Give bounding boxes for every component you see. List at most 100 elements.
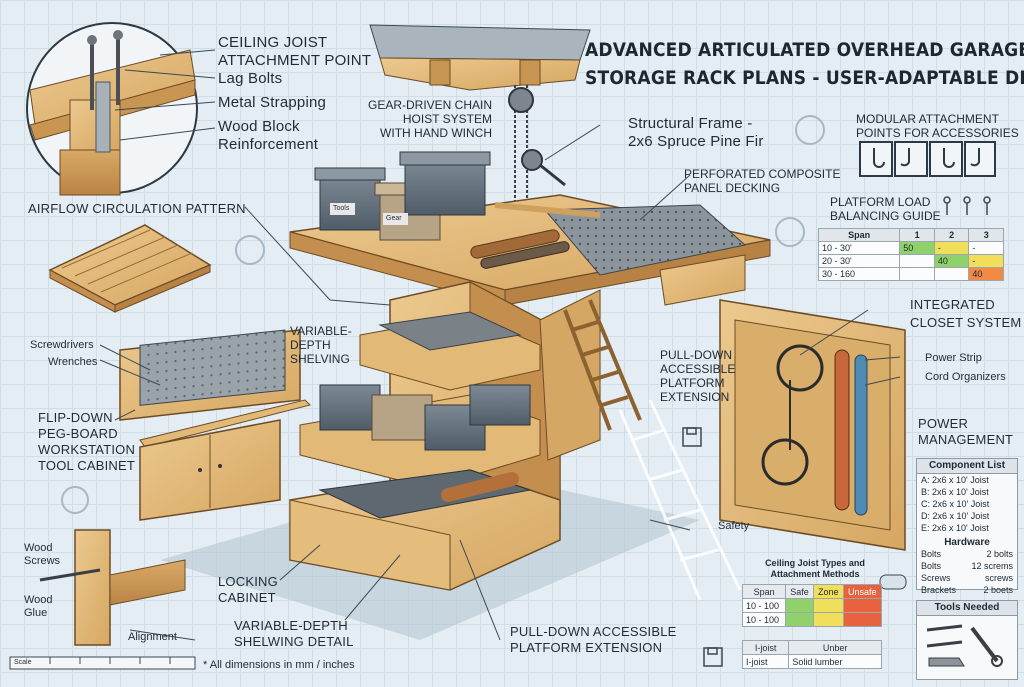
ceil-cell [842, 612, 883, 627]
bracket-icon [928, 657, 965, 667]
label-safety: Safety [718, 520, 750, 532]
screw-icon [926, 624, 963, 632]
load-cell: - [933, 241, 970, 255]
load-cell: 40 [968, 267, 1004, 281]
load-header-3: 3 [968, 228, 1004, 242]
person-icon [943, 196, 991, 215]
ceil-cell [812, 598, 844, 613]
tools-needed-panel: Tools Needed [916, 600, 1018, 680]
airflow-panel [48, 224, 212, 313]
label-perforated: PERFORATED COMPOSITE PANEL DECKING [684, 167, 841, 195]
label-load-guide: PLATFORM LOAD BALANCING GUIDE [830, 195, 941, 223]
hardware-qty: screws [984, 573, 1013, 583]
label-pull-down-mid: PULL-DOWN ACCESSIBLE PLATFORM EXTENSION [660, 348, 736, 404]
leader-lines [99, 49, 901, 641]
hardware-name: Bolts [921, 549, 942, 559]
ceil-cell [812, 612, 844, 627]
ceil-cell [785, 598, 814, 613]
joist-cell: Solid lumber [788, 654, 882, 669]
ceil-cell [842, 598, 883, 613]
label-airflow: AIRFLOW CIRCULATION PATTERN [28, 201, 246, 216]
label-alignment: Alignment [128, 631, 177, 643]
pegboard-workstation [119, 329, 311, 521]
joist-type-table: I-joist Unber I-joist Solid lumber [741, 640, 882, 669]
ceil-header: Unsafe [842, 584, 883, 599]
perforated-deck [543, 204, 747, 276]
tools-icons [926, 624, 1003, 667]
load-cell: - [968, 241, 1004, 255]
label-lag-bolts: Lag Bolts [218, 70, 283, 87]
hardware-qty: 2 boets [983, 585, 1013, 595]
hook-icon [873, 148, 885, 168]
hardware-row: Screws screws [917, 572, 1017, 584]
dimensions-note: * All dimensions in mm / inches [203, 659, 355, 671]
label-structural-frame: Structural Frame - 2x6 Spruce Pine Fir [628, 115, 764, 150]
label-wood-screws: Wood Screws [24, 542, 61, 567]
load-cell: 30 - 160 [817, 267, 901, 281]
hardware-title: Hardware [944, 537, 990, 548]
component-list-title: Component List [917, 459, 1017, 474]
hardware-name: Brackets [921, 585, 957, 595]
ceiling-beam [369, 24, 591, 91]
label-power-management: POWER MANAGEMENT [918, 416, 1014, 447]
hardware-row: Bolts 12 screms [917, 560, 1017, 572]
load-cell: 10 - 30' [817, 241, 901, 255]
wood-joint-detail [39, 529, 186, 646]
hardware-qty: 12 screms [971, 561, 1013, 571]
label-locking-cabinet: LOCKING CABINET [218, 574, 278, 605]
page-title: ADVANCED ARTICULATED OVERHEAD GARAGE STO… [585, 36, 1024, 92]
component-list-panel: Component List A: 2x6 x 10' Joist B: 2x6… [916, 458, 1018, 595]
ceil-cell: 10 - 100 [741, 598, 787, 613]
snowboard-icon [834, 349, 850, 511]
ceil-header: Safe [785, 584, 814, 599]
label-integrated-closet: INTEGRATED CLOSET SYSTEM [910, 297, 1022, 330]
goggles-icon [879, 574, 907, 590]
label-variable-depth: VARIABLE- DEPTH SHELVING [290, 324, 352, 366]
joist-cell: I-joist [741, 654, 790, 669]
hardware-name: Screws [921, 573, 951, 583]
joist-header: Unber [788, 640, 882, 655]
save-disk-icon [682, 427, 723, 667]
scale-ruler [9, 656, 196, 670]
label-metal-strapping: Metal Strapping [218, 94, 327, 111]
component-item: A: 2x6 x 10' Joist [921, 475, 989, 485]
load-cell: 50 [899, 241, 935, 255]
load-cell: 20 - 30' [817, 254, 901, 268]
ladder [563, 299, 642, 431]
hardware-row: Bolts 2 bolts [917, 548, 1017, 560]
wrench-icon [970, 626, 999, 663]
modular-hooks [859, 141, 996, 177]
label-wrenches: Wrenches [48, 356, 98, 368]
ceil-cell: 10 - 100 [741, 612, 787, 627]
title-line-2: STORAGE RACK PLANS - USER-ADAPTABLE DESI… [585, 67, 1024, 89]
label-wood-glue: Wood Glue [24, 594, 53, 619]
closet-system [719, 299, 906, 551]
ceiling-table-title: Ceiling Joist Types and Attachment Metho… [765, 558, 865, 579]
ceil-header: Span [741, 584, 787, 599]
main-cabinet [289, 281, 601, 591]
load-cell [899, 254, 935, 268]
bin-label-tools: Tools [333, 205, 350, 212]
hardware-name: Bolts [921, 561, 942, 571]
hardware-qty: 2 bolts [986, 549, 1013, 559]
ceil-header: Zone [812, 584, 844, 599]
ladder-ghost [618, 399, 742, 601]
load-cell: 40 [933, 254, 970, 268]
hand-winch-icon [521, 149, 543, 171]
load-header-1: 1 [899, 228, 935, 242]
label-screwdrivers: Screwdrivers [30, 339, 94, 351]
tools-needed-title: Tools Needed [917, 601, 1017, 616]
ceiling-joist-detail [26, 22, 198, 196]
label-ceiling-joist: CEILING JOIST ATTACHMENT POINT [218, 34, 372, 69]
label-cord-organizers: Cord Organizers [925, 371, 1006, 383]
label-power-strip: Power Strip [925, 352, 982, 364]
storage-bin [319, 174, 381, 231]
bin-label-gear: Gear [386, 215, 402, 222]
scale-label: Scale [14, 659, 32, 666]
label-flip-down: FLIP-DOWN PEG-BOARD WORKSTATION TOOL CAB… [38, 410, 136, 473]
load-cell [933, 267, 970, 281]
joist-header: I-joist [741, 640, 790, 655]
gear-decoration [61, 115, 825, 514]
component-item: D: 2x6 x 10' Joist [921, 511, 990, 521]
